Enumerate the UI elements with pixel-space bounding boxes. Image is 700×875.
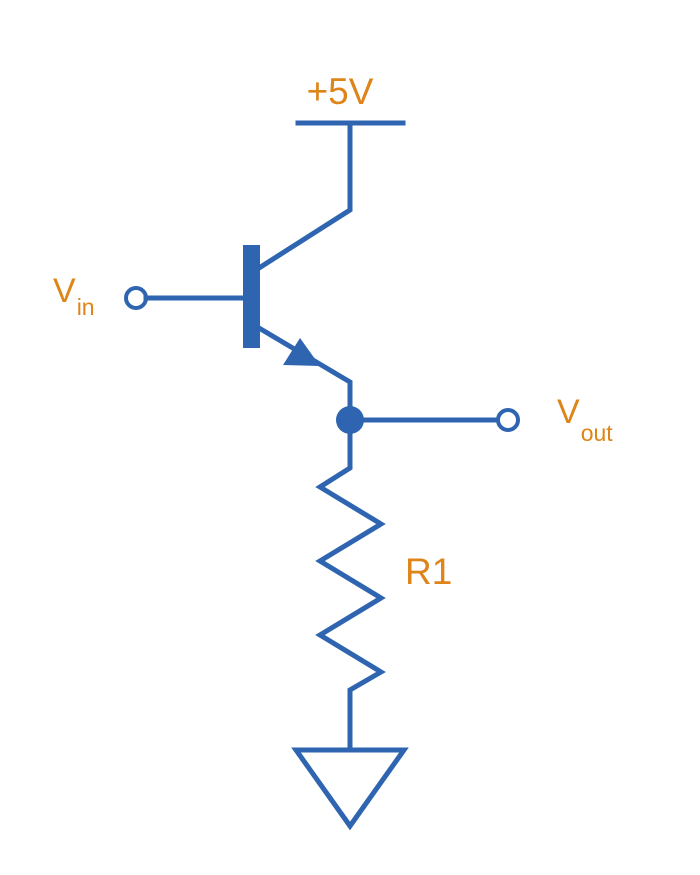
vin-label: Vin bbox=[53, 272, 95, 320]
vout-terminal bbox=[496, 408, 520, 432]
ground-symbol bbox=[291, 747, 409, 831]
resistor-label: R1 bbox=[405, 551, 452, 592]
vout-label-main: V bbox=[557, 393, 580, 431]
vout-label: Vout bbox=[557, 393, 613, 446]
collector-wire bbox=[255, 120, 353, 272]
emitter-wire bbox=[255, 324, 353, 423]
vin-terminal bbox=[124, 286, 148, 310]
resistor-r1 bbox=[315, 417, 386, 751]
supply-label: +5V bbox=[307, 71, 374, 112]
vout-label-sub: out bbox=[581, 420, 614, 446]
vin-label-main: V bbox=[53, 272, 76, 310]
vin-label-sub: in bbox=[77, 294, 95, 320]
emitter-arrow bbox=[283, 338, 320, 366]
transistor-base-bar bbox=[243, 245, 260, 348]
